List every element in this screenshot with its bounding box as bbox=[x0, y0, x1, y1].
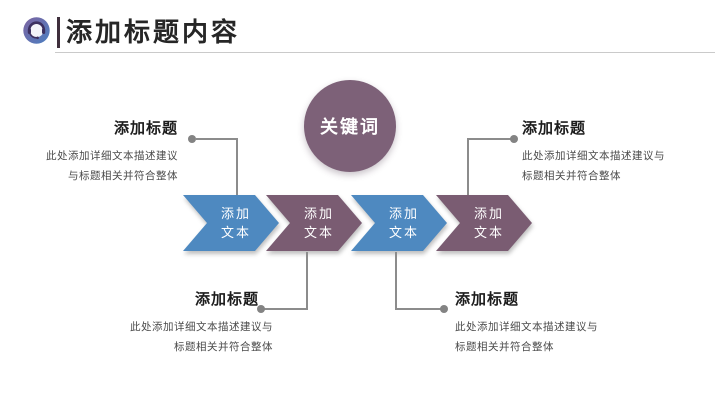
process-arrow-4: 添加 文本 bbox=[436, 195, 532, 251]
connector-dot-top-left bbox=[188, 135, 196, 143]
connector-line-top-left-v bbox=[236, 138, 238, 195]
header-divider-line bbox=[55, 52, 715, 53]
connector-line-bottom-left-h bbox=[264, 308, 308, 310]
arrow-label-line1: 添加 bbox=[473, 206, 504, 221]
callout-bottom-left: 添加标题 此处添加详细文本描述建议与 标题相关并符合整体 bbox=[113, 289, 273, 357]
process-arrow-2: 添加 文本 bbox=[266, 195, 362, 251]
callout-top-right: 添加标题 此处添加详细文本描述建议与 标题相关并符合整体 bbox=[522, 118, 672, 186]
connector-line-bottom-right-v bbox=[395, 252, 397, 310]
callout-title: 添加标题 bbox=[194, 291, 259, 308]
callout-text-line1: 此处添加详细文本描述建议 bbox=[46, 150, 178, 162]
connector-dot-top-right bbox=[510, 135, 518, 143]
callout-title: 添加标题 bbox=[113, 120, 178, 137]
process-arrow-3: 添加 文本 bbox=[351, 195, 447, 251]
callout-text-line1: 此处添加详细文本描述建议与 bbox=[130, 321, 273, 333]
arrow-label-line2: 文本 bbox=[473, 225, 504, 240]
connector-line-bottom-left-v bbox=[306, 252, 308, 310]
arrow-label-line2: 文本 bbox=[303, 225, 334, 240]
callout-title: 添加标题 bbox=[522, 120, 587, 137]
callout-text-line1: 此处添加详细文本描述建议与 bbox=[522, 150, 665, 162]
arrow-label-line2: 文本 bbox=[220, 225, 251, 240]
connector-line-top-right-v bbox=[467, 138, 469, 195]
callout-text-line2: 标题相关并符合整体 bbox=[174, 341, 273, 353]
arrow-label-line2: 文本 bbox=[388, 225, 419, 240]
process-arrow-1: 添加 文本 bbox=[183, 195, 279, 251]
connector-line-top-right-h bbox=[467, 138, 512, 140]
keyword-circle: 关键词 bbox=[304, 80, 396, 172]
callout-title: 添加标题 bbox=[455, 291, 520, 308]
callout-text-line2: 标题相关并符合整体 bbox=[455, 341, 554, 353]
callout-text-line1: 此处添加详细文本描述建议与 bbox=[455, 321, 598, 333]
keyword-label: 关键词 bbox=[320, 117, 380, 137]
connector-line-bottom-right-h bbox=[397, 308, 441, 310]
arrow-label-line1: 添加 bbox=[220, 206, 251, 221]
callout-text-line2: 与标题相关并符合整体 bbox=[68, 170, 178, 182]
connector-dot-bottom-left bbox=[257, 305, 265, 313]
callout-bottom-right: 添加标题 此处添加详细文本描述建议与 标题相关并符合整体 bbox=[455, 289, 617, 357]
arrow-label-line1: 添加 bbox=[303, 206, 334, 221]
slide-title: 添加标题内容 bbox=[66, 17, 241, 47]
connector-line-top-left-h bbox=[196, 138, 238, 140]
callout-text-line2: 标题相关并符合整体 bbox=[522, 170, 621, 182]
customer-service-headset-icon bbox=[22, 16, 51, 45]
connector-dot-bottom-right bbox=[440, 305, 448, 313]
arrow-label-line1: 添加 bbox=[388, 206, 419, 221]
callout-top-left: 添加标题 此处添加详细文本描述建议 与标题相关并符合整体 bbox=[40, 118, 178, 186]
title-accent-bar bbox=[57, 17, 60, 48]
